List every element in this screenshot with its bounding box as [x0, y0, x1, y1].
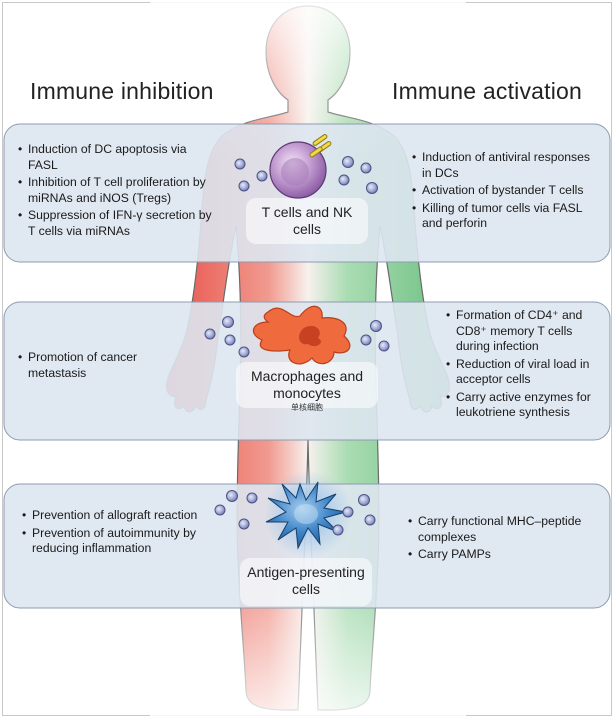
label-macrophages: Macrophages and monocytes [250, 368, 364, 401]
vesicle [222, 316, 234, 328]
apc-activation-list: Carry functional MHC–peptide complexes C… [408, 514, 604, 565]
vesicle [378, 340, 390, 352]
list-item: Carry PAMPs [408, 547, 604, 563]
list-item: Activation of bystander T cells [412, 183, 602, 199]
label-macrophages-sub: 单核细胞 [291, 403, 323, 412]
label-tcells-nk: T cells and NK cells [261, 204, 353, 237]
vesicle [342, 506, 354, 518]
heading-immune-activation: Immune activation [392, 78, 583, 104]
vesicle [238, 346, 250, 358]
macrophage-icon [252, 305, 351, 365]
vesicle [238, 518, 250, 530]
vesicle [342, 156, 354, 168]
list-item: Prevention of autoimmunity by reducing i… [22, 526, 212, 557]
vesicle [366, 182, 378, 194]
vesicle [338, 174, 350, 186]
receptor-icon [309, 134, 332, 158]
vesicle [256, 170, 268, 182]
list-item: Prevention of allograft reaction [22, 508, 212, 524]
vesicle [332, 524, 344, 536]
list-item: Induction of DC apoptosis via FASL [18, 142, 216, 173]
list-item: Induction of antiviral responses in DCs [412, 150, 602, 181]
vesicle [360, 162, 372, 174]
list-item: Carry active enzymes for leukotriene syn… [446, 390, 606, 421]
label-apc: Antigen-presenting cells [247, 564, 365, 597]
list-item: Killing of tumor cells via FASL and perf… [412, 201, 602, 232]
vesicle [204, 328, 216, 340]
vesicle [364, 514, 376, 526]
vesicle [226, 490, 238, 502]
list-item: Promotion of cancer metastasis [18, 350, 194, 381]
list-item: Inhibition of T cell proliferation by mi… [18, 175, 216, 206]
vesicle [246, 492, 258, 504]
label-bubble-macrophages [236, 362, 378, 408]
vesicle [234, 158, 246, 170]
vesicle [360, 334, 372, 346]
macrophages-activation-list: Formation of CD4⁺ and CD8⁺ memory T cell… [446, 308, 606, 423]
tcells-activation-list: Induction of antiviral responses in DCs … [412, 150, 602, 234]
vesicle [214, 504, 226, 516]
vesicle [358, 494, 370, 506]
vesicle-group [204, 156, 390, 536]
macrophages-inhibition-list: Promotion of cancer metastasis [18, 350, 194, 383]
list-item: Formation of CD4⁺ and CD8⁺ memory T cell… [446, 308, 606, 355]
vesicle [238, 180, 250, 192]
vesicle [370, 320, 382, 332]
heading-immune-inhibition: Immune inhibition [30, 78, 214, 104]
label-bubble-tcells [246, 198, 368, 244]
apc-inhibition-list: Prevention of allograft reaction Prevent… [22, 508, 212, 559]
list-item: Carry functional MHC–peptide complexes [408, 514, 604, 545]
list-item: Suppression of IFN-γ secretion by T cell… [18, 208, 216, 239]
dendritic-cell-icon [265, 481, 347, 550]
vesicle [224, 334, 236, 346]
label-bubble-apc [240, 558, 372, 606]
tcells-inhibition-list: Induction of DC apoptosis via FASL Inhib… [18, 142, 216, 241]
list-item: Reduction of viral load in acceptor cell… [446, 357, 606, 388]
